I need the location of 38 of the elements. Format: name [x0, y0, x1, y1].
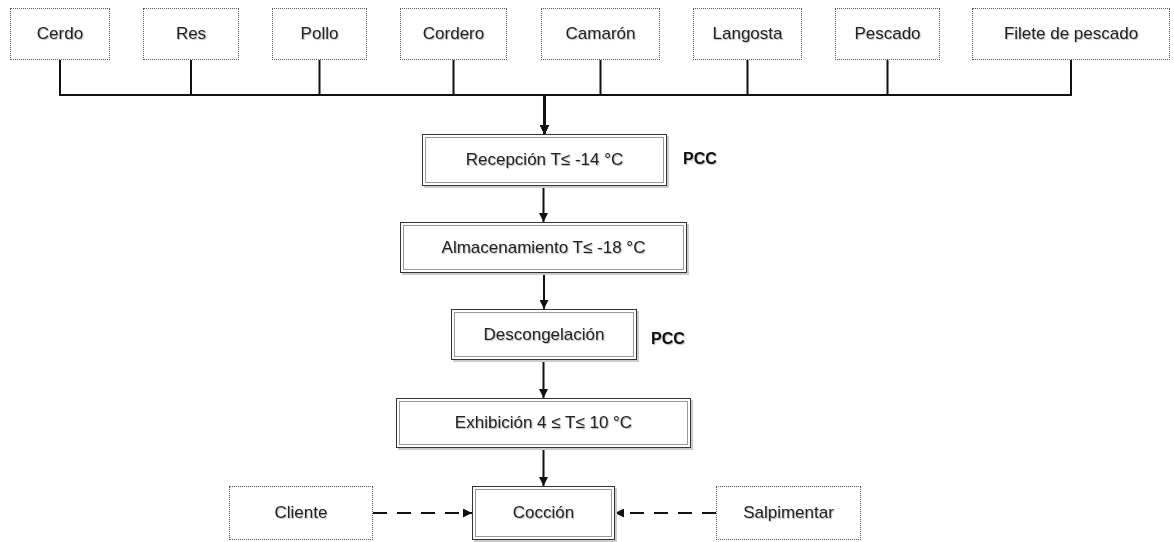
box-label: Cerdo: [36, 24, 84, 44]
box-label: Cocción: [512, 503, 575, 523]
input-box: [972, 8, 1170, 60]
input-box: [143, 8, 239, 60]
box-label: Cliente: [274, 503, 328, 523]
input-box: [272, 8, 367, 60]
arrow: [539, 185, 548, 223]
input-box: [541, 8, 660, 60]
input-box: [229, 486, 373, 540]
arrow: [539, 447, 548, 487]
box-label: Cordero: [422, 24, 485, 44]
box-label: Descongelación: [483, 324, 605, 345]
box-label: Almacenamiento T≤ -18 °C: [441, 237, 646, 258]
process-box: [400, 222, 687, 273]
input-box: [693, 8, 802, 60]
box-label: Exhibición 4 ≤ T≤ 10 °C: [454, 413, 633, 433]
arrow: [539, 359, 548, 399]
process-box: [422, 134, 667, 186]
arrow: [614, 508, 717, 518]
box-label: Pollo: [300, 24, 339, 44]
arrow: [539, 272, 549, 310]
input-box: [716, 486, 861, 540]
critical-point-label: PCC: [683, 150, 717, 168]
box-label: Camarón: [565, 24, 636, 44]
box-label: Recepción T≤ -14 °C: [465, 150, 624, 170]
process-box: [396, 398, 691, 448]
input-box: [835, 8, 940, 60]
box-label: Res: [175, 24, 207, 44]
input-box: [10, 8, 110, 60]
critical-point-label: PCC: [651, 330, 685, 348]
box-label: Pescado: [854, 24, 921, 44]
arrow: [372, 508, 473, 518]
box-label: Langosta: [712, 24, 783, 44]
process-box: [451, 309, 637, 360]
box-label: Salpimentar: [743, 503, 834, 523]
box-label: Filete de pescado: [1003, 24, 1139, 44]
input-box: [400, 8, 507, 60]
process-box: [472, 486, 615, 540]
